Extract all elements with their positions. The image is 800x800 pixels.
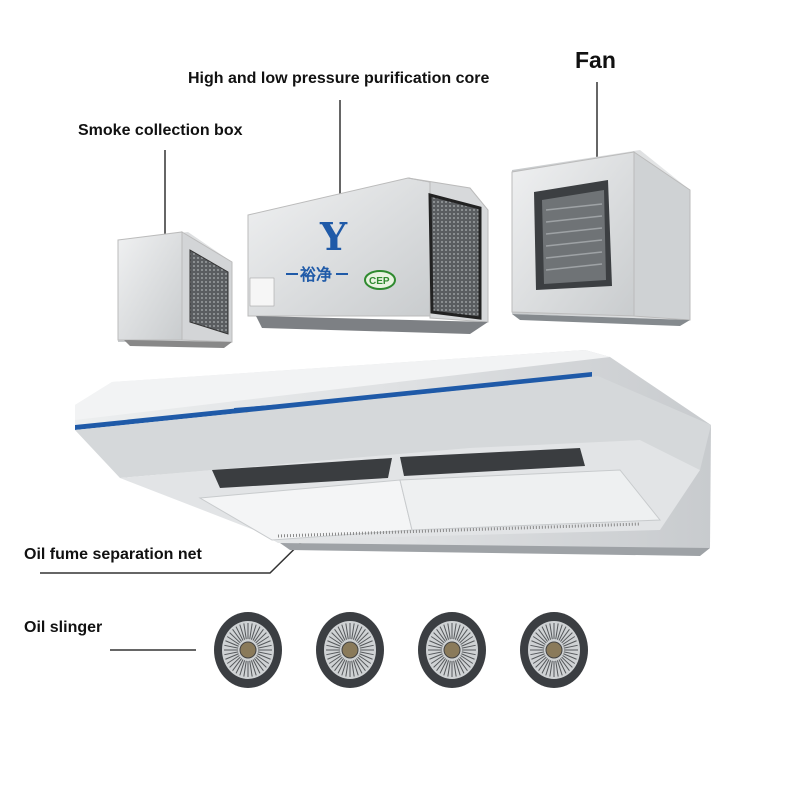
brand-logo-icon: Y	[319, 214, 348, 259]
oil-slingers	[214, 612, 588, 688]
label-smoke-collection-box: Smoke collection box	[78, 122, 243, 139]
label-oil-fume-separation-net: Oil fume separation net	[24, 546, 202, 563]
fan-box	[511, 150, 691, 326]
label-fan: Fan	[575, 47, 616, 73]
range-hood	[75, 350, 711, 556]
oil-slinger	[520, 612, 588, 688]
smoke-collection-box	[117, 231, 233, 348]
label-oil-slinger: Oil slinger	[24, 619, 103, 636]
oil-slinger	[418, 612, 486, 688]
cep-badge: CEP	[369, 276, 390, 287]
purification-core: Y 裕净 CEP	[247, 177, 489, 334]
oil-slinger	[316, 612, 384, 688]
oil-slinger	[214, 612, 282, 688]
brand-chinese-text: 裕净	[299, 265, 332, 284]
warning-sticker	[249, 277, 275, 307]
label-purification-core: High and low pressure purification core	[188, 70, 490, 87]
